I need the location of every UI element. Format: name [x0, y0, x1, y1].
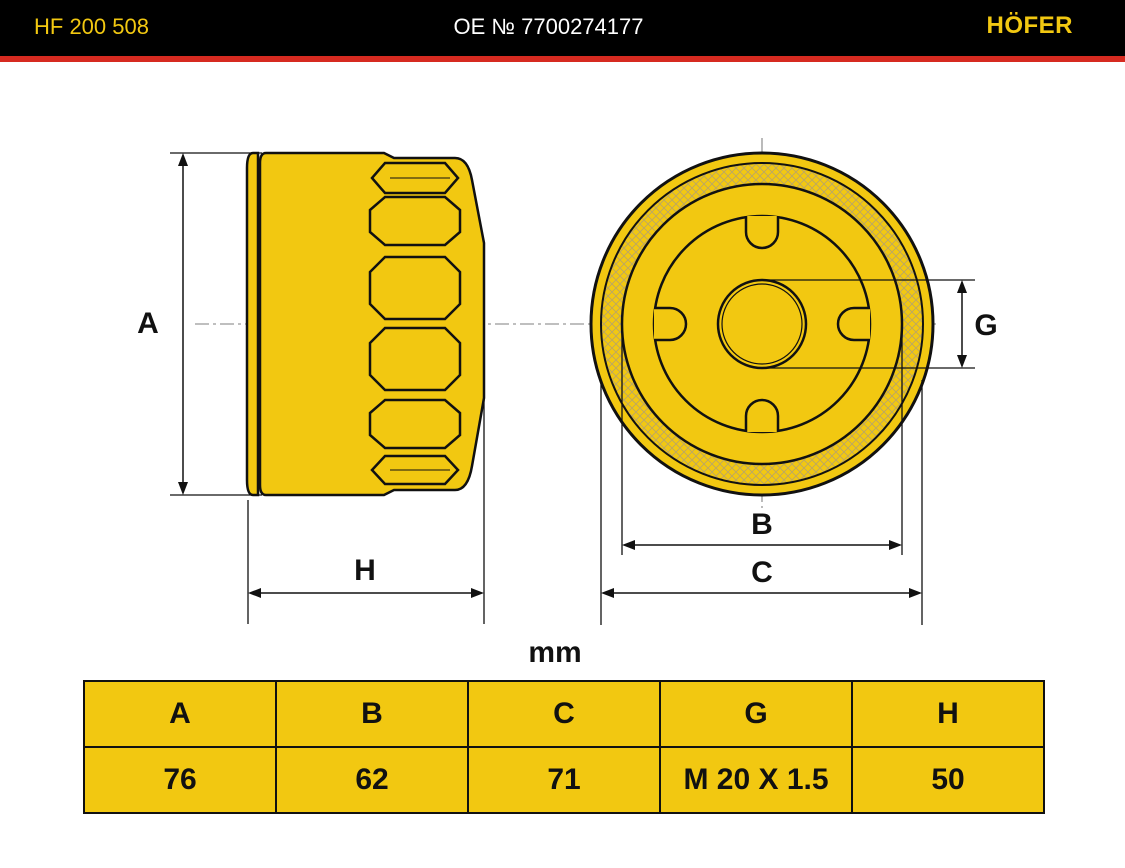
- dim-label-a: A: [137, 307, 159, 340]
- spec-value-h: 50: [851, 746, 1045, 814]
- brand-logo: HÖFER: [986, 12, 1073, 39]
- side-view: A H: [137, 151, 605, 624]
- spec-header-b: B: [275, 680, 469, 748]
- spec-header-h: H: [851, 680, 1045, 748]
- spec-header-row: A B C G H: [83, 680, 1045, 748]
- header-bar: HF 200 508 OE № 7700274177 HÖFER: [0, 0, 1125, 56]
- part-number: HF 200 508: [34, 14, 149, 39]
- filter-drawing: A H G B: [137, 138, 998, 625]
- spec-value-c: 71: [467, 746, 661, 814]
- oe-number: OE № 7700274177: [453, 14, 644, 39]
- dim-label-h: H: [354, 554, 376, 587]
- unit-label: mm: [528, 636, 582, 669]
- spec-value-a: 76: [83, 746, 277, 814]
- spec-value-g: M 20 X 1.5: [659, 746, 853, 814]
- dim-label-c: C: [751, 556, 773, 589]
- spec-table: A B C G H 76 62 71 M 20 X 1.5 50: [83, 680, 1045, 814]
- spec-header-g: G: [659, 680, 853, 748]
- dim-label-g: G: [974, 309, 997, 342]
- spec-header-c: C: [467, 680, 661, 748]
- spec-header-a: A: [83, 680, 277, 748]
- spec-value-row: 76 62 71 M 20 X 1.5 50: [83, 746, 1045, 814]
- top-view: G B C: [589, 138, 998, 625]
- spec-value-b: 62: [275, 746, 469, 814]
- dim-label-b: B: [751, 508, 773, 541]
- header-rule: [0, 56, 1125, 62]
